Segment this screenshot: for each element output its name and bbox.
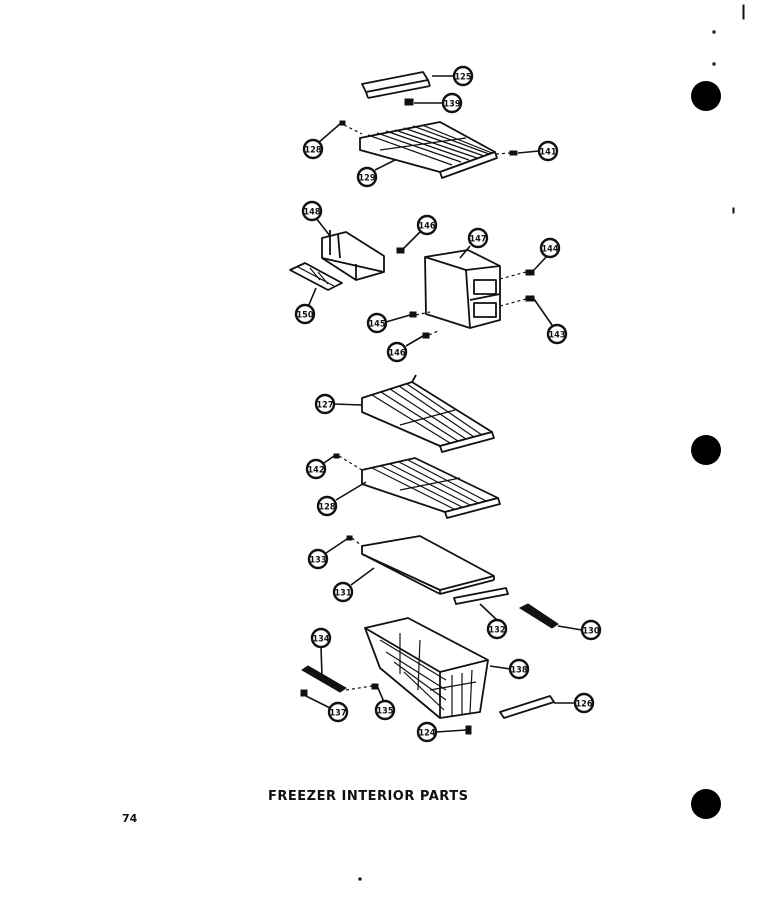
- part-basket-138: [364, 617, 489, 719]
- part-solid-shelf-131: [361, 535, 495, 595]
- svg-text:146: 146: [419, 222, 436, 232]
- part-clip-133: [346, 535, 353, 541]
- part-tray-150: [289, 262, 343, 291]
- svg-text:128: 128: [319, 503, 336, 513]
- binder-hole-bottom: [691, 789, 721, 819]
- svg-text:135: 135: [377, 707, 394, 717]
- svg-text:143: 143: [549, 331, 566, 341]
- callout-141: 141: [537, 140, 559, 162]
- svg-text:124: 124: [419, 729, 436, 739]
- part-trim-132: [453, 587, 509, 605]
- svg-text:130: 130: [583, 627, 600, 637]
- part-top-rail: [361, 71, 431, 99]
- part-hook-124: [465, 725, 472, 735]
- page-specks: [358, 4, 745, 881]
- callout-126: 126: [573, 692, 595, 714]
- callout-150: 150: [294, 303, 316, 325]
- part-pin-143: [525, 295, 535, 302]
- svg-text:138: 138: [511, 666, 528, 676]
- part-rail-134: [301, 665, 347, 693]
- part-trim-126: [499, 695, 555, 719]
- svg-text:131: 131: [335, 589, 352, 599]
- page-title: FREEZER INTERIOR PARTS: [268, 789, 469, 804]
- callout-134: 134: [310, 627, 332, 649]
- callout-125: 125: [452, 65, 474, 87]
- part-middle-wire-shelf-127: [361, 374, 495, 453]
- svg-text:150: 150: [297, 311, 314, 321]
- svg-text:144: 144: [542, 245, 559, 255]
- part-roller-137: [300, 689, 308, 697]
- callout-137: 137: [327, 701, 349, 723]
- callout-138: 138: [508, 658, 530, 680]
- part-bracket-148: [321, 230, 385, 281]
- page-number: 74: [122, 812, 138, 825]
- part-top-wire-shelf: [359, 121, 498, 179]
- callout-139: 139: [441, 92, 463, 114]
- svg-text:128: 128: [305, 146, 322, 156]
- part-lower-wire-shelf-128: [361, 457, 501, 519]
- part-clip-142: [333, 453, 340, 459]
- svg-text:125: 125: [455, 73, 472, 83]
- callout-133: 133: [307, 548, 329, 570]
- part-clip-146a: [396, 247, 405, 254]
- callout-143: 143: [546, 323, 568, 345]
- callout-146-lower: 146: [386, 341, 408, 363]
- svg-text:134: 134: [313, 635, 330, 645]
- part-box-147: [424, 249, 501, 329]
- svg-text:139: 139: [444, 100, 461, 110]
- callout-145: 145: [366, 312, 388, 334]
- binder-hole-middle: [691, 435, 721, 465]
- svg-text:147: 147: [470, 235, 487, 245]
- callout-147: 147: [467, 227, 489, 249]
- callout-148: 148: [301, 200, 323, 222]
- svg-text:146: 146: [389, 349, 406, 359]
- part-stop-135: [371, 683, 379, 690]
- svg-text:142: 142: [308, 466, 325, 476]
- callout-132: 132: [486, 618, 508, 640]
- svg-text:148: 148: [304, 208, 321, 218]
- part-shelf-support-128: [339, 120, 346, 126]
- callout-128-top: 128: [302, 138, 324, 160]
- svg-text:126: 126: [576, 700, 593, 710]
- callout-135: 135: [374, 699, 396, 721]
- callout-127: 127: [314, 393, 336, 415]
- svg-text:129: 129: [359, 174, 376, 184]
- part-slide-130: [518, 603, 559, 629]
- callout-144: 144: [539, 237, 561, 259]
- svg-text:127: 127: [317, 401, 334, 411]
- callout-131: 131: [332, 581, 354, 603]
- svg-text:133: 133: [310, 556, 327, 566]
- svg-text:141: 141: [540, 148, 557, 158]
- callout-130: 130: [580, 619, 602, 641]
- svg-text:137: 137: [330, 709, 347, 719]
- part-pin-146b: [422, 332, 430, 339]
- part-pin-145: [409, 311, 417, 318]
- part-pin-144: [525, 269, 535, 276]
- callout-129: 129: [356, 166, 378, 188]
- part-shelf-support-141: [509, 150, 518, 156]
- callout-146-upper: 146: [416, 214, 438, 236]
- leader-lines: [305, 75, 583, 733]
- binder-hole-top: [691, 81, 721, 111]
- part-clip-139: [404, 98, 414, 106]
- callout-142: 142: [305, 458, 327, 480]
- svg-text:132: 132: [489, 626, 506, 636]
- callout-124: 124: [416, 721, 438, 743]
- svg-text:145: 145: [369, 320, 386, 330]
- callout-128-lower: 128: [316, 495, 338, 517]
